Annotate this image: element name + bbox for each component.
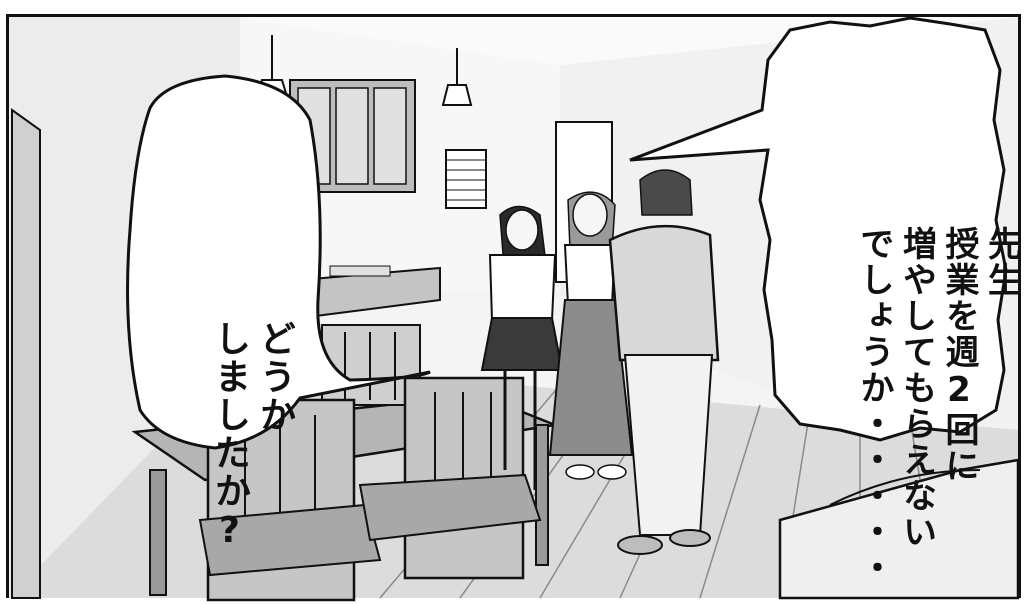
dialogue-line: 先生 [981,226,1022,298]
dialogue-line: 授業を週2回に [939,226,979,484]
speech-bubble-left [126,74,431,450]
window-blinds [445,149,487,209]
speech-bubble-right [629,16,1008,442]
speech-bubble-left-text: どうか しましたか? [162,148,342,553]
tutor-character [608,169,720,555]
door-frame [11,108,41,599]
pendant-lamp-right [441,48,473,106]
dialogue-line: しましたか? [209,320,250,553]
dining-chair-front-right [358,376,542,580]
mother-character [548,191,634,480]
dialogue-line: でしょうか・・・・・ [854,226,894,586]
dialogue-line: どうか [254,320,295,434]
speech-bubble-right-text: 先生 授業を週2回に 増やしてもらえない でしょうか・・・・・ [810,58,1027,586]
sofa [778,458,1020,600]
dialogue-line: 増やしてもらえない [896,226,937,550]
